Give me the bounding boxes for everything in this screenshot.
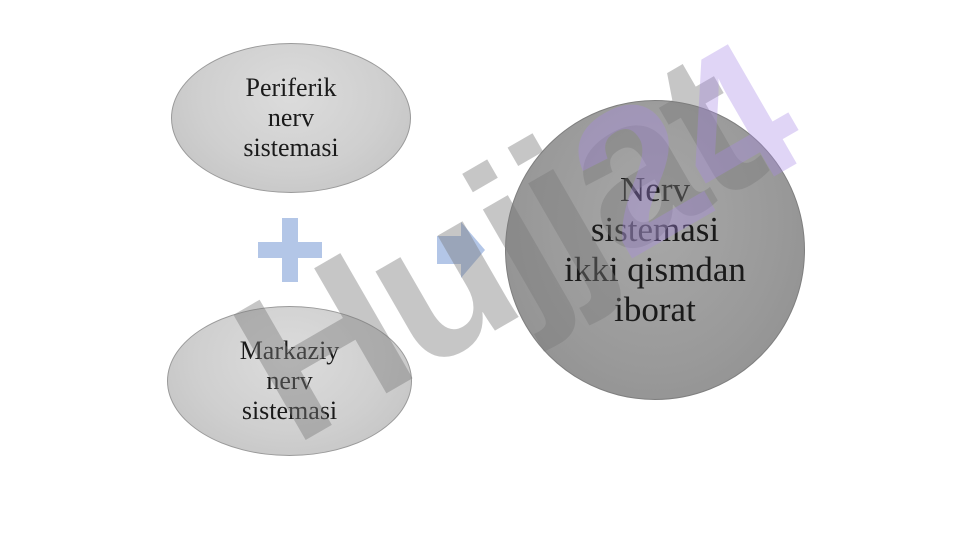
node-peripheral-nervous-system: Periferik nerv sistemasi xyxy=(171,43,411,193)
label-line: sistemasi xyxy=(243,133,339,162)
label-line: nerv xyxy=(266,366,313,395)
label-line: iborat xyxy=(614,290,696,329)
label-line: sistemasi xyxy=(241,396,338,425)
label-line: nerv xyxy=(267,103,315,132)
node-label: Nerv sistemasi ikki qismdan iborat xyxy=(558,170,752,330)
node-label: Markaziy nerv sistemasi xyxy=(234,336,346,426)
label-line: Markaziy xyxy=(239,336,340,365)
node-label: Periferik nerv sistemasi xyxy=(237,73,344,163)
node-result: Nerv sistemasi ikki qismdan iborat xyxy=(505,100,805,400)
label-line: Periferik xyxy=(245,73,337,102)
label-line: ikki qismdan xyxy=(564,250,746,289)
plus-icon xyxy=(258,218,322,282)
label-line: sistemasi xyxy=(590,210,720,249)
label-line: Nerv xyxy=(620,170,690,209)
node-central-nervous-system: Markaziy nerv sistemasi xyxy=(167,306,412,456)
arrow-right-icon xyxy=(437,222,485,278)
